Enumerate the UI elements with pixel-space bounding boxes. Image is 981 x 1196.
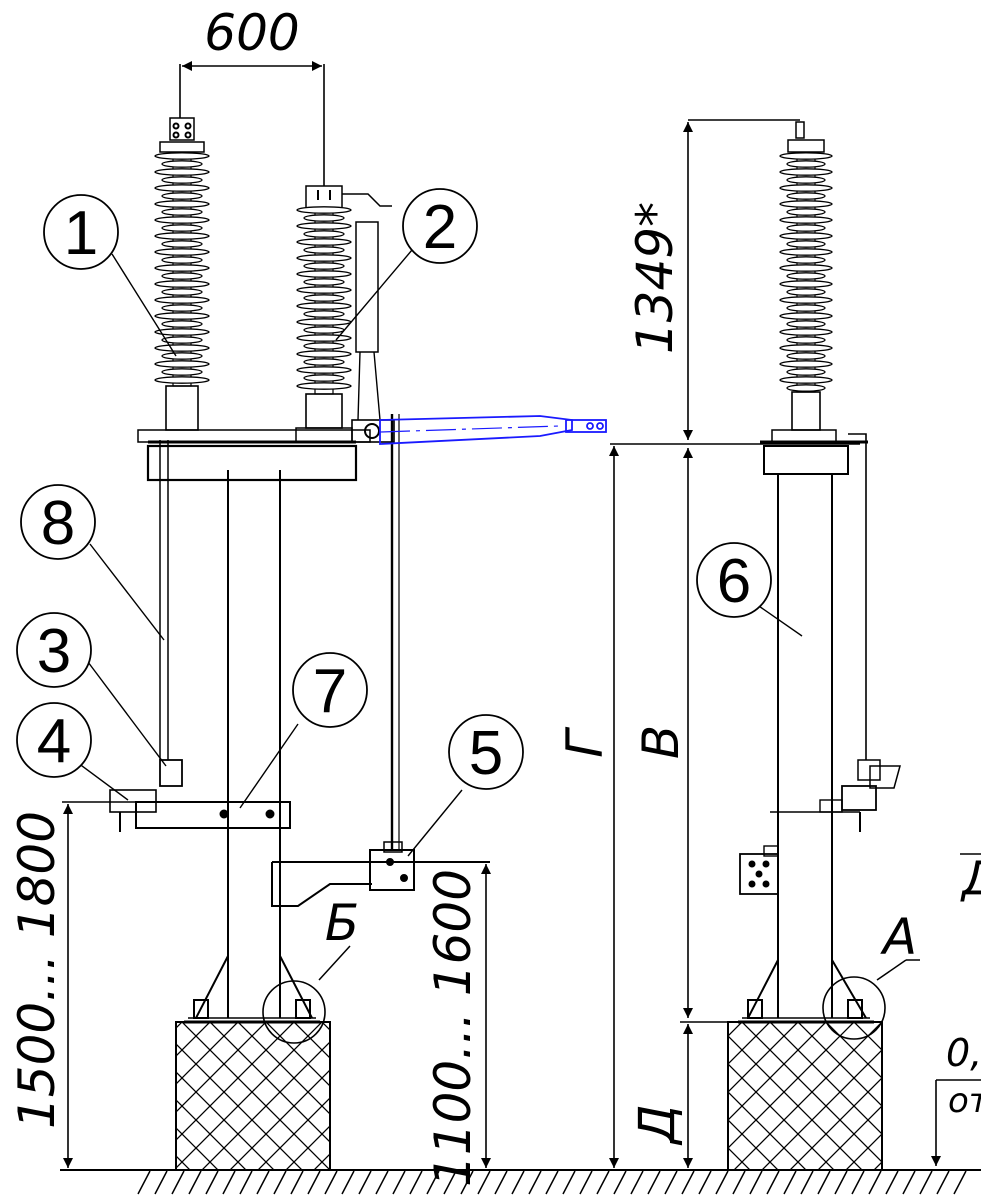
mechanism-3 [159, 759, 183, 787]
dim-d: Д [628, 1104, 686, 1145]
bracket-7 [135, 801, 291, 829]
svg-text:7: 7 [313, 657, 347, 726]
detail-b-circle [262, 980, 326, 1044]
insulator-1 [154, 117, 210, 431]
callout-5: 5 [448, 714, 524, 790]
callout-8: 8 [20, 484, 96, 560]
left-assembly [109, 117, 490, 1171]
drive-bracket [271, 861, 490, 907]
view-a-label: А [880, 908, 917, 966]
callout-3: 3 [16, 612, 92, 688]
dim-v: В [632, 725, 690, 759]
dim-1500-1800: 1500... 1800 [8, 811, 66, 1129]
open-blade [379, 415, 607, 445]
callout-4: 4 [16, 702, 92, 778]
detail-a-circle [822, 976, 886, 1040]
insulator-right [779, 121, 833, 431]
dim-600: 600 [204, 4, 299, 62]
ground-line [60, 1169, 981, 1195]
svg-text:1: 1 [64, 199, 98, 268]
svg-text:6: 6 [717, 547, 751, 616]
view-b-label: Б [325, 894, 359, 952]
left-top-frame [146, 444, 358, 482]
level-mark: 0,0 [946, 1031, 981, 1075]
callouts: 1 2 3 4 5 6 7 8 [16, 188, 772, 790]
dim-g: Г [556, 726, 614, 758]
side-plate [739, 853, 779, 895]
callout-2: 2 [402, 188, 478, 264]
callout-6: 6 [696, 542, 772, 618]
dim-1100-1600: 1100... 1600 [424, 869, 482, 1187]
svg-text:3: 3 [37, 617, 71, 686]
svg-text:8: 8 [41, 489, 75, 558]
svg-text:4: 4 [37, 707, 71, 776]
right-foundation [727, 1021, 883, 1171]
dimension-labels: 600 1349* В Г Д 1500... 1800 1100... 160… [8, 4, 981, 1187]
dim-1349: 1349* [626, 202, 684, 354]
leader-lines [73, 249, 803, 857]
insulator-2 [295, 185, 353, 443]
right-assembly [727, 121, 920, 1171]
callout-1: 1 [43, 194, 119, 270]
mechanism-4 [109, 789, 157, 813]
svg-text:2: 2 [423, 193, 457, 262]
level-note: от [948, 1081, 981, 1121]
left-foundation [175, 1021, 331, 1171]
edge-partial-label: Д [960, 851, 981, 905]
dimension-lines [62, 61, 981, 1168]
drive-5 [369, 849, 415, 891]
callout-7: 7 [292, 652, 368, 728]
svg-text:5: 5 [469, 719, 503, 788]
